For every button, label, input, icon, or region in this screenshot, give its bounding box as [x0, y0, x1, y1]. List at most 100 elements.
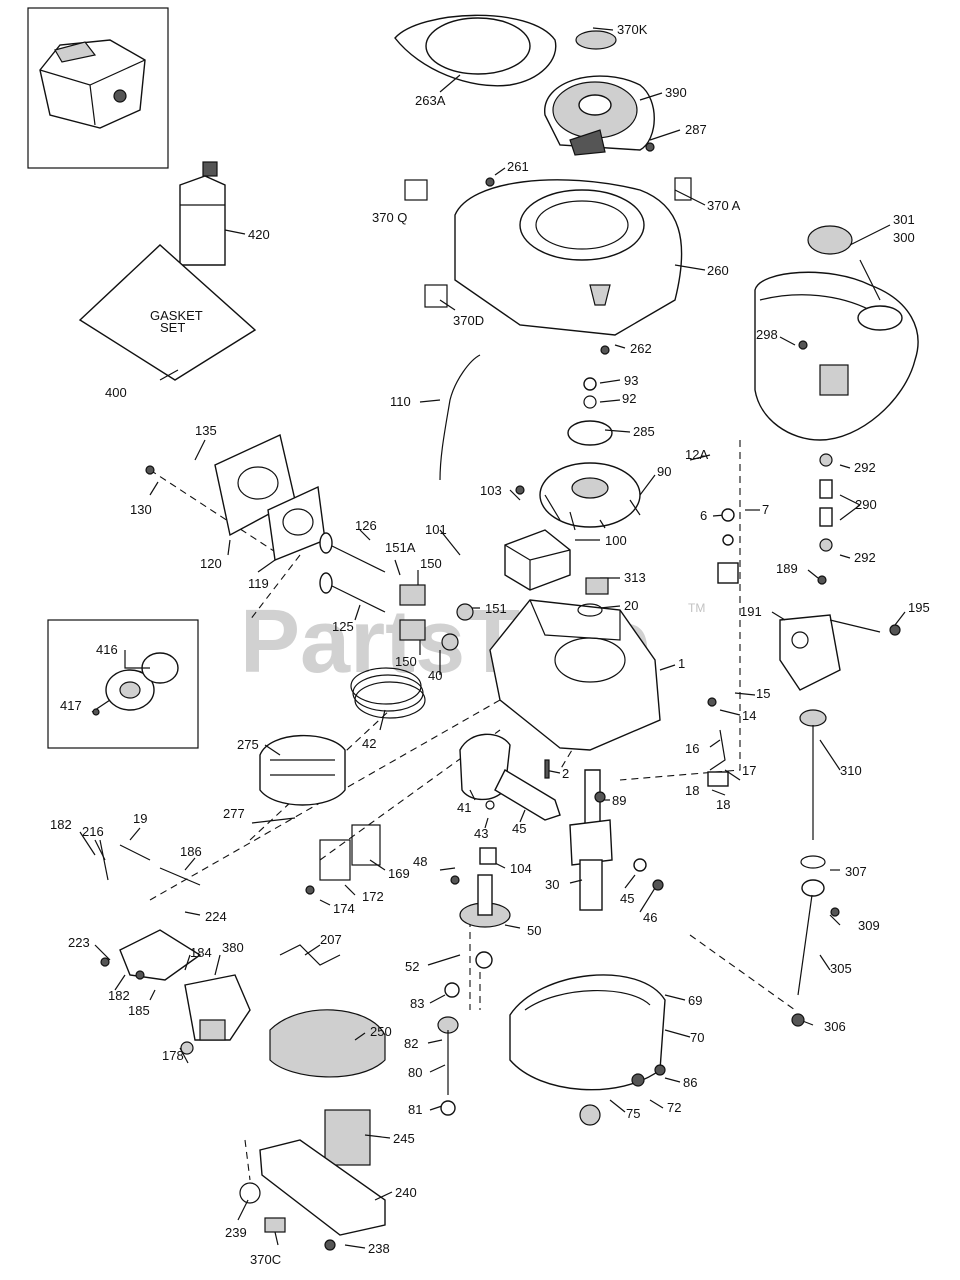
part-label-45-bolt: 45 [620, 891, 634, 906]
part-label-290: 290 [855, 497, 877, 512]
part-label-150-lower: 150 [395, 654, 417, 669]
part-label-182-upper: 182 [50, 817, 72, 832]
part-label-174: 174 [333, 901, 355, 916]
part-label-2: 2 [562, 766, 569, 781]
gasket-set: GASKET SET [78, 244, 257, 381]
part-label-239: 239 [225, 1225, 247, 1240]
pulley-group-label: 416 [96, 642, 118, 657]
part-label-310: 310 [840, 763, 862, 778]
flywheel [539, 462, 641, 531]
ignition-armature [504, 529, 571, 591]
part-label-400: 400 [105, 385, 127, 400]
crankshaft [569, 769, 613, 911]
cylinder-block [489, 599, 661, 751]
part-label-223: 223 [68, 935, 90, 950]
part-label-370C: 370C [250, 1252, 281, 1267]
valves [319, 532, 386, 613]
part-label-390: 390 [665, 85, 687, 100]
piston-rings [350, 667, 426, 719]
part-label-184: 184 [190, 945, 212, 960]
part-label-240: 240 [395, 1185, 417, 1200]
part-label-1: 1 [678, 656, 685, 671]
piston [459, 733, 511, 801]
part-label-300: 300 [893, 230, 915, 245]
part-label-81: 81 [408, 1102, 422, 1117]
part-label-186: 186 [180, 844, 202, 859]
part-label-420: 420 [248, 227, 270, 242]
part-label-70: 70 [690, 1030, 704, 1045]
part-label-185: 185 [128, 1003, 150, 1018]
part-label-224: 224 [205, 909, 227, 924]
part-label-250: 250 [370, 1024, 392, 1039]
part-label-86: 86 [683, 1075, 697, 1090]
part-label-370Q: 370 Q [372, 210, 407, 225]
carburetor [184, 974, 251, 1041]
part-label-182-lower: 182 [108, 988, 130, 1003]
part-label-18-left: 18 [685, 783, 699, 798]
part-label-238: 238 [368, 1241, 390, 1256]
part-label-261: 261 [507, 159, 529, 174]
part-label-17: 17 [742, 763, 756, 778]
part-label-305: 305 [830, 961, 852, 976]
air-guide-cover [394, 14, 557, 87]
watermark-trademark: TM [688, 601, 705, 615]
part-label-16: 16 [685, 741, 699, 756]
part-label-48: 48 [413, 854, 427, 869]
part-label-189: 189 [776, 561, 798, 576]
part-label-52: 52 [405, 959, 419, 974]
air-cleaner-base [259, 1139, 386, 1236]
camshaft-gear [459, 874, 511, 928]
part-label-130: 130 [130, 502, 152, 517]
part-label-207: 207 [320, 932, 342, 947]
part-label-287: 287 [685, 122, 707, 137]
gasket-set-line1: GASKET [150, 308, 203, 323]
part-label-309: 309 [858, 918, 880, 933]
part-label-370K: 370K [617, 22, 648, 37]
part-label-104: 104 [510, 861, 532, 876]
part-label-30: 30 [545, 877, 559, 892]
oil-fill-o-ring [800, 855, 826, 869]
part-label-260: 260 [707, 263, 729, 278]
part-label-191: 191 [740, 604, 762, 619]
part-label-103: 103 [480, 483, 502, 498]
part-label-90: 90 [657, 464, 671, 479]
fuel-tank [754, 225, 919, 441]
part-label-277: 277 [223, 806, 245, 821]
governor-linkage [99, 729, 729, 966]
part-label-172: 172 [362, 889, 384, 904]
rewind-starter [544, 75, 655, 156]
part-label-126: 126 [355, 518, 377, 533]
connecting-rod [494, 769, 561, 821]
spark-plug-wire [439, 354, 481, 481]
part-label-263A: 263A [415, 93, 446, 108]
part-label-306: 306 [824, 1019, 846, 1034]
part-label-14: 14 [742, 708, 756, 723]
governor-gear [437, 1016, 459, 1095]
air-filter-pre [259, 734, 346, 806]
part-label-12A: 12A [685, 447, 708, 462]
part-label-135: 135 [195, 423, 217, 438]
part-label-19: 19 [133, 811, 147, 826]
part-label-119: 119 [248, 576, 269, 591]
part-label-20: 20 [624, 598, 638, 613]
part-label-275: 275 [237, 737, 259, 752]
part-label-301: 301 [893, 212, 915, 227]
part-label-370A: 370 A [707, 198, 741, 213]
part-label-216: 216 [82, 824, 104, 839]
part-label-75: 75 [626, 1106, 640, 1121]
part-label-125: 125 [332, 619, 354, 634]
part-label-120: 120 [200, 556, 222, 571]
part-label-110: 110 [390, 394, 411, 409]
part-label-6: 6 [700, 508, 707, 523]
part-label-151A: 151A [385, 540, 416, 555]
part-label-307: 307 [845, 864, 867, 879]
part-label-80: 80 [408, 1065, 422, 1080]
pulley-screw-label: 417 [60, 698, 82, 713]
part-label-7: 7 [762, 502, 769, 517]
blower-housing [404, 177, 692, 336]
part-label-380: 380 [222, 940, 244, 955]
part-label-292-lower: 292 [854, 550, 876, 565]
pulley-inset-frame: 416 417 [47, 619, 199, 749]
part-label-313: 313 [624, 570, 646, 585]
part-label-298: 298 [756, 327, 778, 342]
